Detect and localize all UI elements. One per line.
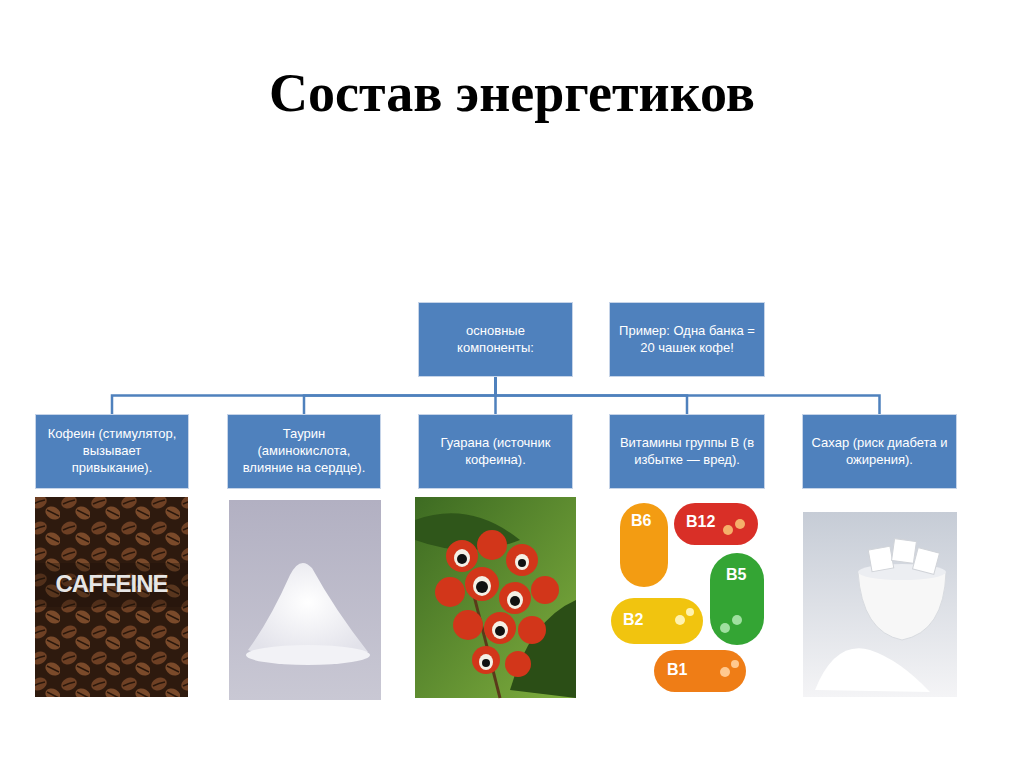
capsule-label: B5	[726, 566, 746, 584]
component-box: Кофеин (стимулятор, вызывает привыкание)…	[35, 414, 189, 489]
box-text: Пример: Одна банка = 20 чашек кофе!	[618, 323, 756, 357]
capsule-label: B12	[686, 513, 715, 531]
box-text: Кофеин (стимулятор, вызывает привыкание)…	[44, 426, 180, 477]
tree-connector	[304, 377, 496, 414]
box-text: Витамины группы B (в избытке — вред).	[618, 435, 756, 469]
component-box: Таурин (аминокислота, влияние на сердце)…	[227, 414, 381, 489]
photo-caption: CAFFEINE	[36, 570, 187, 598]
box-text: основные компоненты:	[427, 323, 564, 357]
component-box: Сахар (риск диабета и ожирения).	[802, 414, 957, 489]
capsule-label: B6	[631, 512, 651, 530]
slide-title: Состав энергетиков	[0, 62, 1024, 124]
box-text: Гуарана (источник кофеина).	[427, 435, 564, 469]
guarana-photo	[415, 497, 576, 698]
caffeine-photo	[35, 497, 188, 697]
tree-connector	[496, 377, 880, 414]
tree-connector	[112, 377, 496, 414]
capsule-label: B2	[623, 611, 643, 629]
capsule-label: B1	[667, 661, 687, 679]
box-text: Таурин (аминокислота, влияние на сердце)…	[236, 426, 372, 477]
vitamins-photo	[609, 497, 770, 698]
taurine-photo	[229, 500, 381, 700]
sugar-photo	[803, 512, 957, 697]
root-box: основные компоненты:	[418, 302, 573, 377]
component-box: Витамины группы B (в избытке — вред).	[609, 414, 765, 489]
component-box: Гуарана (источник кофеина).	[418, 414, 573, 489]
box-text: Сахар (риск диабета и ожирения).	[811, 435, 948, 469]
note-box: Пример: Одна банка = 20 чашек кофе!	[609, 302, 765, 377]
